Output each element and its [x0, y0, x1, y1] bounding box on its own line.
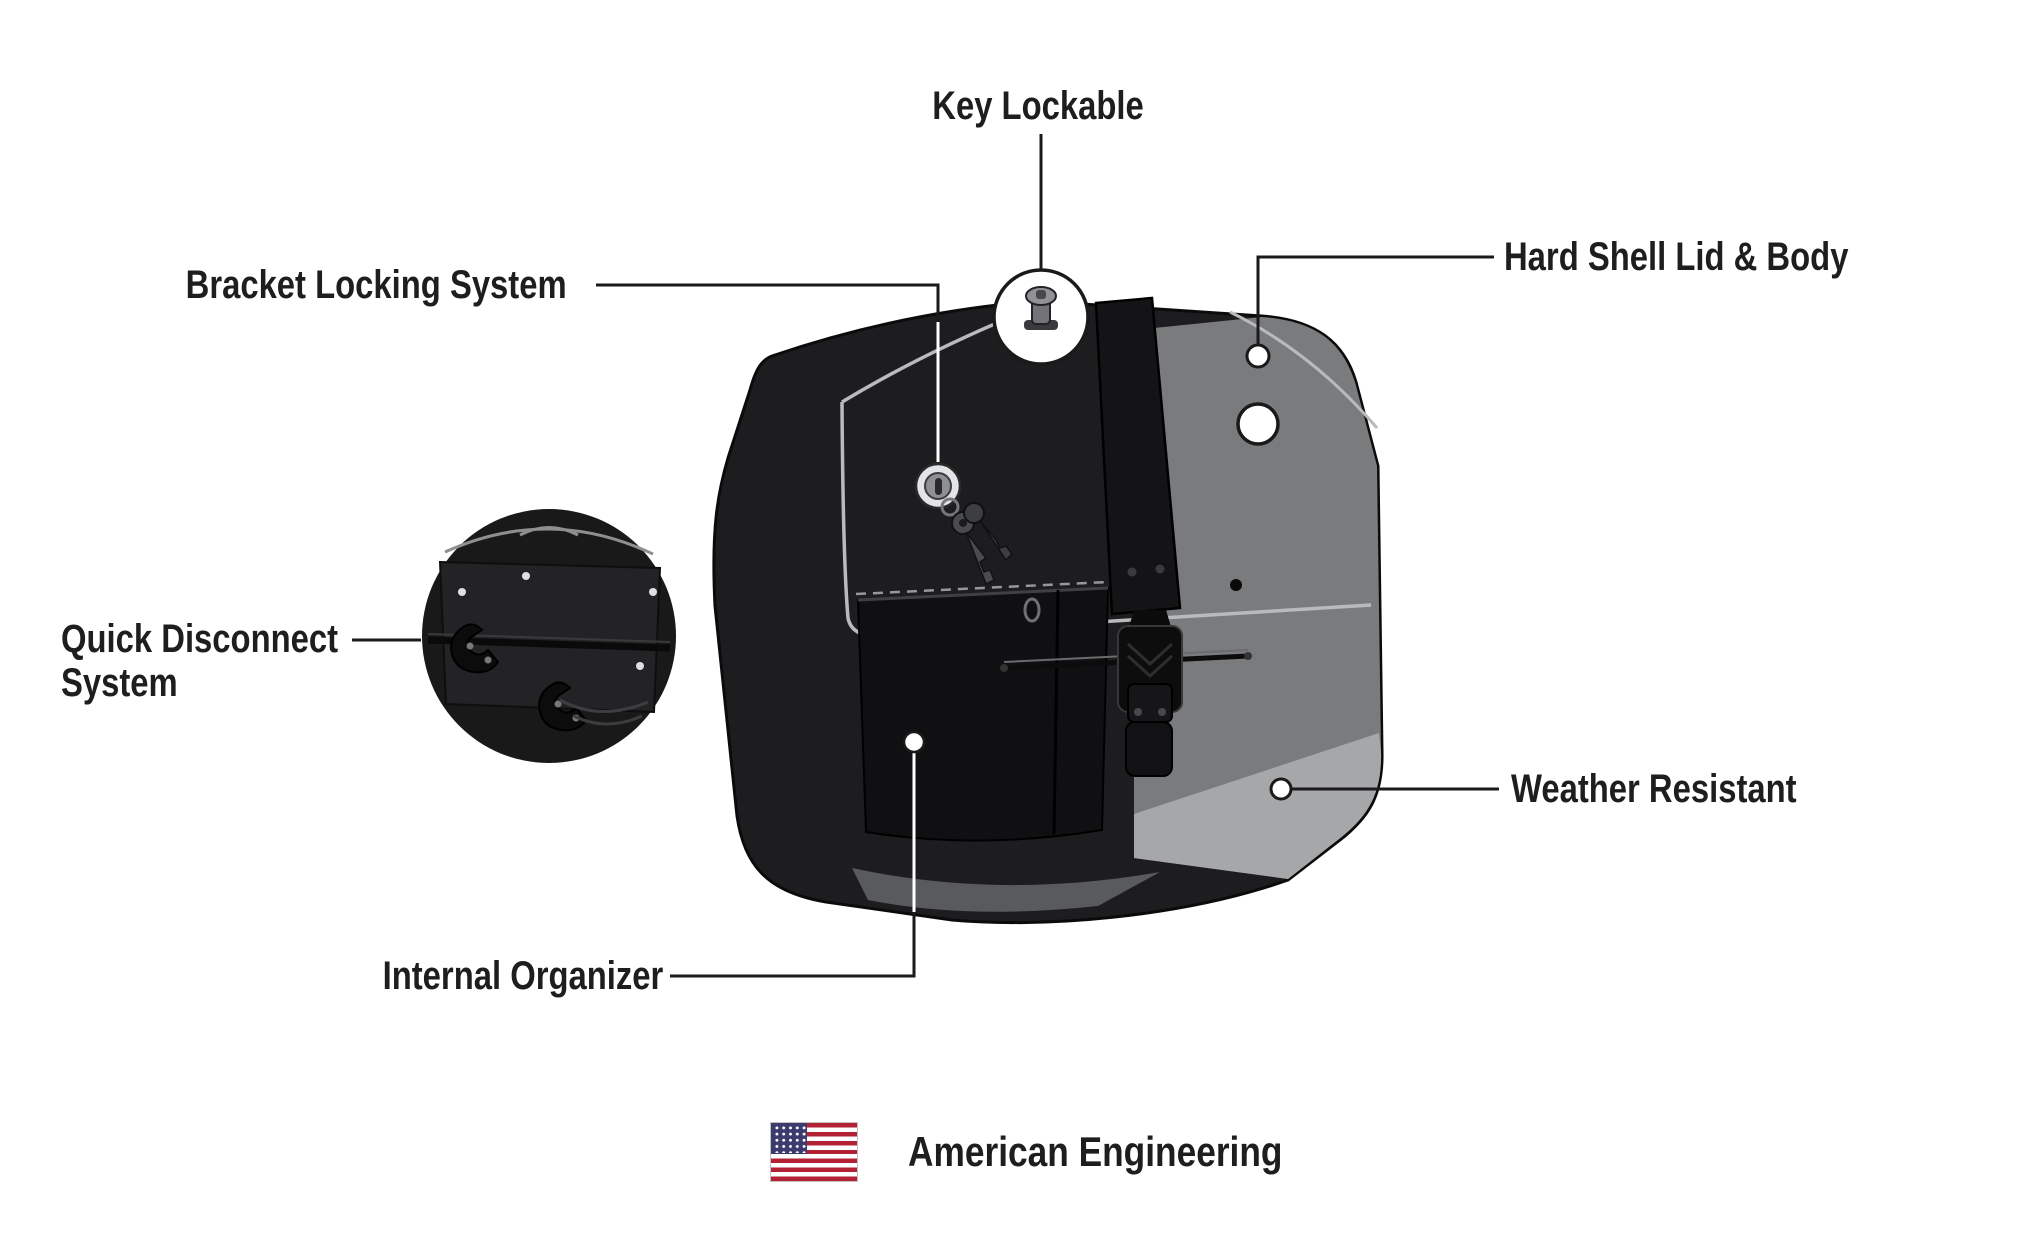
- callout-dot-internal: [902, 730, 926, 754]
- callout-dot-weather: [1269, 777, 1293, 801]
- bag-lid-inner: [1134, 733, 1382, 879]
- bag-lid-panel: [1134, 317, 1382, 879]
- key-lock-knob-icon: [992, 268, 1090, 366]
- callout-dot-hard-shell-large: [1236, 402, 1280, 446]
- footer-label-american-engineering: American Engineering: [908, 1128, 1283, 1175]
- callout-line-hard-shell: [1256, 255, 1494, 344]
- callout-label-hard-shell-lid-body: Hard Shell Lid & Body: [1504, 235, 1849, 279]
- quick-disconnect-detail: [422, 509, 676, 763]
- callout-label-quick-disconnect-system: Quick Disconnect System: [61, 617, 339, 705]
- mounting-plate: [438, 560, 662, 714]
- bag-floor-shade: [852, 868, 1160, 912]
- bracket-lock: [914, 462, 962, 510]
- callout-label-internal-organizer: Internal Organizer: [382, 954, 663, 998]
- callout-label-weather-resistant: Weather Resistant: [1511, 767, 1797, 811]
- us-flag-canton: [771, 1123, 807, 1155]
- callout-line-internal: [670, 912, 916, 978]
- us-flag-stars: [772, 1124, 806, 1154]
- callout-lines: [352, 134, 1499, 978]
- us-flag-icon: [770, 1122, 858, 1182]
- strap-buckle: [1117, 610, 1183, 777]
- callout-dots: [902, 343, 1293, 801]
- plate-screw: [458, 588, 466, 596]
- lid-rivet-dot: [1230, 579, 1242, 591]
- callout-dot-hard-shell-small: [1245, 343, 1271, 369]
- internal-organizer-pocket: [855, 580, 1110, 842]
- callout-label-key-lockable: Key Lockable: [932, 84, 1144, 128]
- keys-icon: [940, 497, 1013, 586]
- lid-corner-highlight: [1229, 310, 1379, 429]
- callout-line-bracket: [596, 283, 940, 322]
- strap: [1094, 296, 1182, 616]
- plate-screw: [522, 572, 530, 580]
- callout-label-bracket-locking-system: Bracket Locking System: [185, 263, 567, 307]
- saddlebag-illustration: [712, 296, 1384, 925]
- plate-screw: [649, 588, 657, 596]
- plate-screw: [636, 662, 644, 670]
